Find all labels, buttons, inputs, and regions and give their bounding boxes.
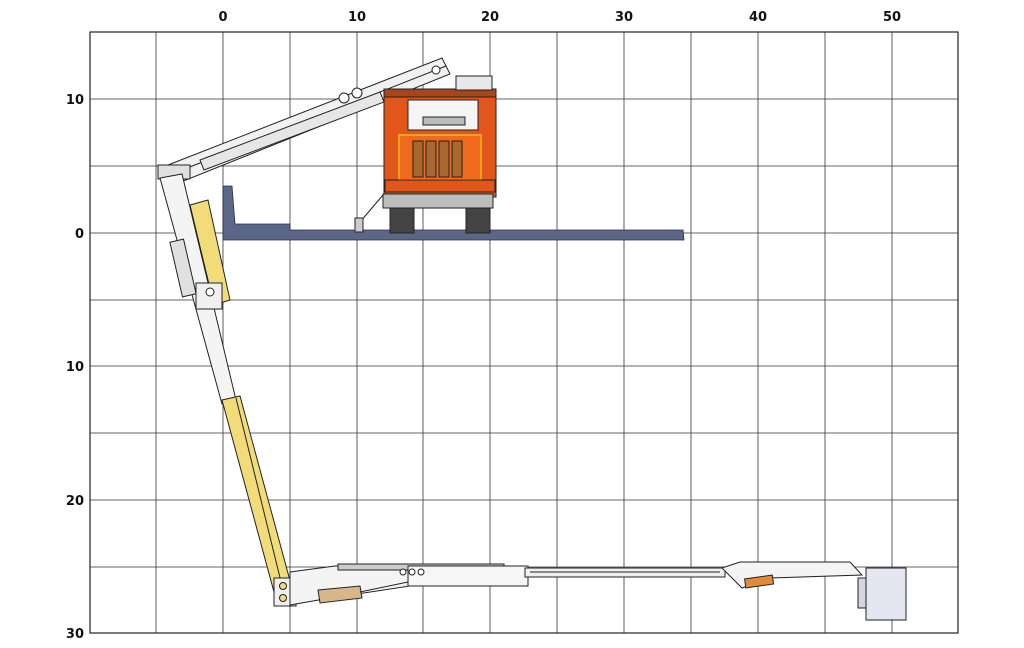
upper-boom xyxy=(157,57,451,185)
y-tick: 0 xyxy=(75,227,84,242)
y-tick: 10 xyxy=(66,360,84,375)
bridge-deck xyxy=(222,185,685,241)
x-tick: 10 xyxy=(348,10,366,25)
x-tick: 40 xyxy=(749,10,767,25)
y-tick: 10 xyxy=(66,93,84,108)
y-axis-labels: 10 0 10 20 30 xyxy=(66,93,84,642)
x-tick: 50 xyxy=(883,10,901,25)
vertical-boom xyxy=(159,173,297,607)
x-axis-labels: 0 10 20 30 40 50 xyxy=(218,10,901,25)
x-tick: 20 xyxy=(481,10,499,25)
grid xyxy=(89,31,959,634)
y-tick: 30 xyxy=(66,627,84,642)
basket xyxy=(857,567,907,621)
x-tick: 30 xyxy=(615,10,633,25)
horizontal-boom xyxy=(289,561,864,606)
truck xyxy=(354,75,497,234)
y-tick: 20 xyxy=(66,494,84,509)
x-tick: 0 xyxy=(218,10,227,25)
